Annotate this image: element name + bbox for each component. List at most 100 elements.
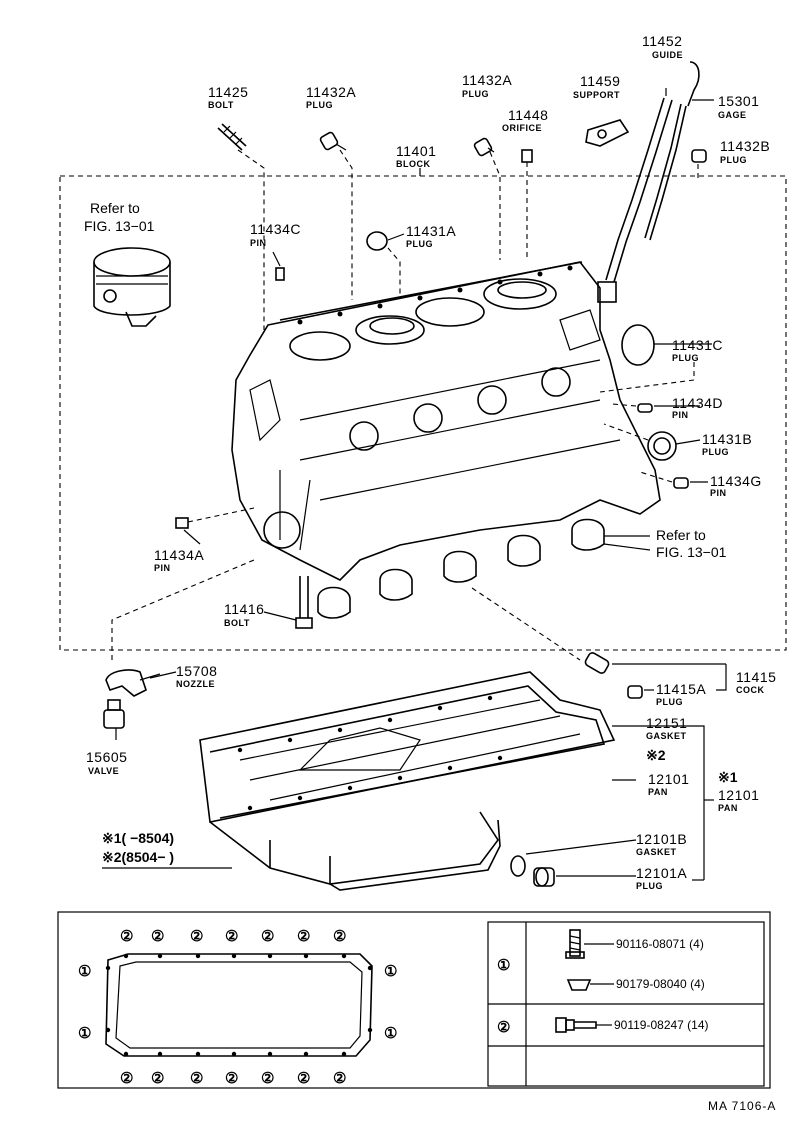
bottom-mark-2: ② bbox=[151, 1070, 164, 1087]
label-11431c-name: PLUG bbox=[672, 353, 699, 363]
plug-11432a-left bbox=[319, 131, 347, 151]
label-11434a-name: PIN bbox=[154, 563, 171, 573]
main-bearing-caps bbox=[317, 518, 605, 619]
label-15605-num: 15605 bbox=[86, 749, 127, 765]
valve-15605 bbox=[103, 699, 125, 729]
mark-2: ※2 bbox=[646, 747, 666, 763]
right-mark-1: ① bbox=[384, 963, 397, 980]
bottom-mark-7: ② bbox=[333, 1070, 346, 1087]
plug-12101a bbox=[533, 867, 555, 887]
label-11452-num: 11452 bbox=[642, 33, 682, 49]
label-12151-name: GASKET bbox=[646, 731, 687, 741]
label-11432b-num: 11432B bbox=[720, 138, 770, 154]
note-2: ※2(8504− ) bbox=[102, 849, 174, 865]
label-11434d-num: 11434D bbox=[672, 395, 723, 411]
label-12151-num: 12151 bbox=[646, 715, 687, 731]
cock-11415 bbox=[584, 652, 610, 674]
label-11431a-name: PLUG bbox=[406, 239, 433, 249]
stud-bolt-icon bbox=[565, 929, 585, 959]
bottom-mark-3: ② bbox=[190, 1070, 203, 1087]
label-11431c-num: 11431C bbox=[672, 337, 723, 353]
label-11401-num: 11401 bbox=[396, 143, 436, 159]
bolt-11425 bbox=[217, 123, 247, 151]
gasket-12101b bbox=[510, 855, 526, 877]
label-12101a-num: 12101A bbox=[636, 865, 687, 881]
pin-11434a bbox=[175, 517, 189, 529]
plug-11415a bbox=[627, 685, 643, 699]
label-11415a-num: 11415A bbox=[656, 681, 706, 697]
nozzle-15708 bbox=[105, 669, 161, 697]
label-11416-num: 11416 bbox=[224, 601, 264, 617]
orifice-11448 bbox=[521, 149, 533, 163]
label-11459-name: SUPPORT bbox=[573, 90, 620, 100]
label-11432a-left-name: PLUG bbox=[306, 100, 333, 110]
plug-11431b bbox=[647, 431, 677, 461]
label-12101b-num: 12101B bbox=[636, 831, 687, 847]
bolt-11416 bbox=[295, 576, 313, 629]
plug-11431a bbox=[366, 231, 388, 251]
top-mark-6: ② bbox=[297, 928, 310, 945]
label-11448-num: 11448 bbox=[508, 107, 548, 123]
label-11434g-name: PIN bbox=[710, 488, 727, 498]
label-12101-a-name: PAN bbox=[648, 787, 668, 797]
oil-level-guide bbox=[597, 97, 673, 303]
row1-part-a: 90116-08071 (4) bbox=[616, 937, 704, 951]
table-row1-mark: ① bbox=[497, 957, 510, 974]
label-11434g-num: 11434G bbox=[710, 473, 762, 489]
label-11434a-num: 11434A bbox=[154, 547, 204, 563]
label-11431b-num: 11431B bbox=[702, 431, 752, 447]
bottom-mark-6: ② bbox=[297, 1070, 310, 1087]
piston-ref-line1: Refer to bbox=[90, 200, 140, 216]
label-11448-name: ORIFICE bbox=[502, 123, 542, 133]
nut-icon bbox=[566, 979, 592, 991]
bottom-mark-5: ② bbox=[261, 1070, 274, 1087]
block-boundary bbox=[59, 175, 787, 651]
label-11434c-name: PIN bbox=[250, 238, 267, 248]
cylinder-block bbox=[231, 261, 661, 581]
plug-11431c bbox=[621, 324, 655, 366]
label-11415-name: COCK bbox=[736, 685, 765, 695]
legend-panel: ② ② ② ② ② ② ② ② ② ② ② ② ② ② ① ① ① ① ① ② … bbox=[57, 911, 771, 1089]
row2-part: 90119-08247 (14) bbox=[614, 1018, 709, 1032]
label-11432a-right-name: PLUG bbox=[462, 89, 489, 99]
row1-part-b: 90179-08040 (4) bbox=[616, 977, 705, 991]
label-11431a-num: 11431A bbox=[406, 223, 456, 239]
label-15605-name: VALVE bbox=[88, 766, 119, 776]
label-11415a-name: PLUG bbox=[656, 697, 683, 707]
top-mark-3: ② bbox=[190, 928, 203, 945]
label-11434c-num: 11434C bbox=[250, 221, 301, 237]
bottom-mark-1: ② bbox=[120, 1070, 133, 1087]
mark-1: ※1 bbox=[718, 769, 738, 785]
label-11425-name: BOLT bbox=[208, 100, 234, 110]
note-1: ※1( −8504) bbox=[102, 830, 174, 846]
bearing-ref-line2: FIG. 13−01 bbox=[656, 544, 727, 560]
label-11452-name: GUIDE bbox=[652, 50, 683, 60]
label-12101-a-num: 12101 bbox=[648, 771, 689, 787]
bearing-ref-line1: Refer to bbox=[656, 527, 706, 543]
label-11434d-name: PIN bbox=[672, 410, 689, 420]
label-11431b-name: PLUG bbox=[702, 447, 729, 457]
label-11415-num: 11415 bbox=[736, 669, 776, 685]
plug-11432a-right bbox=[473, 137, 495, 157]
pin-11434c bbox=[275, 267, 285, 281]
label-11432a-right-num: 11432A bbox=[462, 72, 512, 88]
support-11459 bbox=[585, 119, 630, 147]
left-mark-2: ① bbox=[78, 1025, 91, 1042]
label-15708-name: NOZZLE bbox=[176, 679, 215, 689]
piston-ref-line2: FIG. 13−01 bbox=[84, 218, 155, 234]
label-15301-num: 15301 bbox=[718, 93, 759, 109]
table-row2-mark: ② bbox=[497, 1019, 510, 1036]
label-11401-name: BLOCK bbox=[396, 159, 431, 169]
label-12101-b-name: PAN bbox=[718, 803, 738, 813]
top-mark-2: ② bbox=[151, 928, 164, 945]
oil-level-gage bbox=[644, 61, 700, 241]
right-mark-2: ① bbox=[384, 1025, 397, 1042]
left-mark-1: ① bbox=[78, 963, 91, 980]
label-15301-name: GAGE bbox=[718, 110, 747, 120]
flange-bolt-icon bbox=[555, 1017, 597, 1033]
pin-11434g bbox=[673, 477, 689, 489]
top-mark-5: ② bbox=[261, 928, 274, 945]
label-11416-name: BOLT bbox=[224, 618, 250, 628]
label-11432b-name: PLUG bbox=[720, 155, 747, 165]
pin-11434d bbox=[637, 403, 653, 413]
